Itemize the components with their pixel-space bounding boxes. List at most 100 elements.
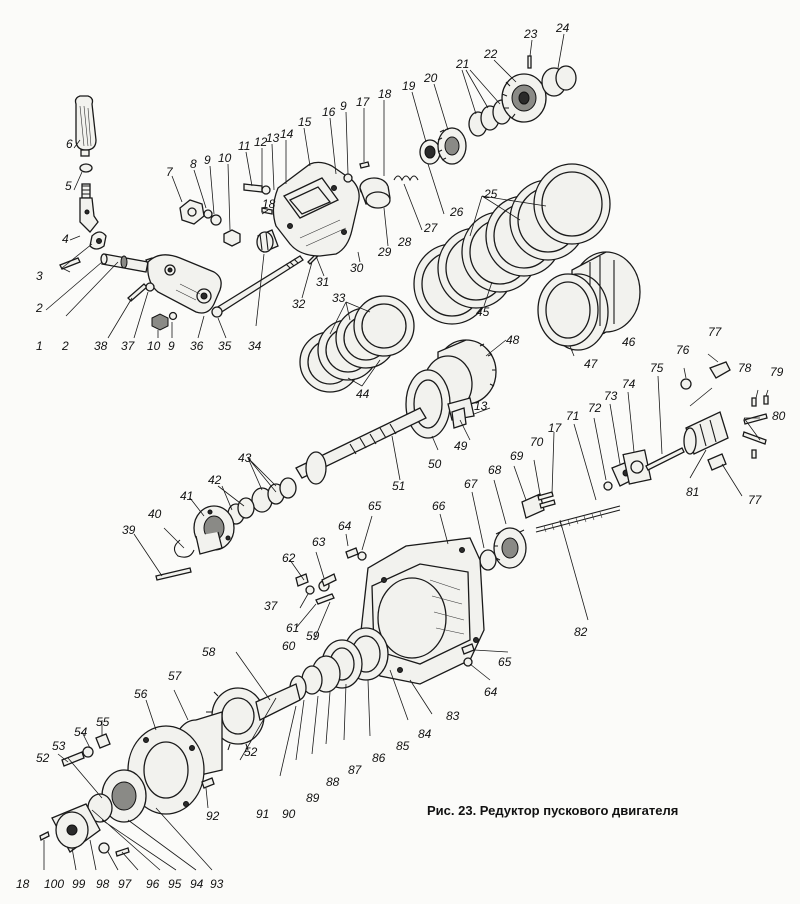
callout-44: 44: [356, 387, 370, 401]
callout-42: 42: [208, 473, 222, 487]
callout-88: 88: [326, 775, 340, 789]
flange-41: [193, 505, 235, 555]
callout-80: 80: [772, 409, 786, 423]
callout-92: 92: [206, 809, 220, 823]
bushing-29: [359, 177, 391, 209]
callout-6: 6: [66, 137, 73, 151]
callout-40: 40: [148, 507, 162, 521]
callout-17a: 17: [356, 95, 370, 109]
callout-81: 81: [686, 485, 700, 499]
callout-100: 100: [44, 877, 65, 891]
gear-22: [501, 73, 547, 123]
callout-79: 79: [770, 365, 784, 379]
callout-99: 99: [72, 877, 86, 891]
callout-4: 4: [62, 232, 69, 246]
nut-10: [151, 313, 169, 331]
callout-57: 57: [168, 669, 182, 683]
spring-82: [535, 505, 621, 533]
callout-39: 39: [122, 523, 136, 537]
nut-7: [179, 199, 205, 225]
callout-12: 12: [254, 135, 268, 149]
callout-96: 96: [146, 877, 160, 891]
callout-32: 32: [292, 297, 306, 311]
spring-28: [393, 175, 419, 182]
callout-95: 95: [168, 877, 182, 891]
leader-lines: [43, 33, 769, 871]
callout-82: 82: [574, 625, 588, 639]
bolt-39: [155, 567, 192, 581]
pin-75: [645, 447, 685, 471]
lever-rod-4: [79, 183, 99, 233]
part-49: [451, 407, 467, 429]
callout-41: 41: [180, 489, 194, 503]
callout-11: 11: [238, 139, 251, 153]
callout-77b: 77: [748, 493, 762, 507]
callout-50: 50: [428, 457, 442, 471]
nut-10b: [223, 229, 241, 247]
bearing-19: [419, 139, 441, 165]
callout-2b: 2: [62, 339, 69, 353]
callout-18b: 18: [378, 87, 392, 101]
bolt-38: [127, 283, 148, 302]
callout-18a: 18: [262, 197, 276, 211]
gear-94: [101, 769, 147, 823]
lever-knob: [74, 95, 97, 157]
callout-54: 54: [74, 725, 88, 739]
callout-24: 24: [556, 21, 570, 35]
callout-59: 59: [306, 629, 320, 643]
nut-98: [98, 842, 110, 854]
callout-74: 74: [622, 377, 636, 391]
callout-27: 27: [424, 221, 438, 235]
rod-35: [211, 255, 304, 318]
callout-75: 75: [650, 361, 664, 375]
callout-64a: 64: [338, 519, 352, 533]
callout-56: 56: [134, 687, 148, 701]
flange-74: [622, 449, 652, 485]
figure-caption: Рис. 23. Редуктор пускового двигателя: [427, 803, 679, 818]
callout-70: 70: [530, 435, 544, 449]
bearings-43: [251, 477, 297, 513]
latches-77: [707, 361, 731, 471]
callout-66: 66: [432, 499, 446, 513]
bolts-70: [537, 491, 556, 509]
discs-44: [299, 295, 415, 393]
callout-29: 29: [378, 245, 392, 259]
shaft-51: [295, 407, 427, 485]
callout-68: 68: [488, 463, 502, 477]
callout-9c: 9: [340, 99, 347, 113]
callout-28: 28: [398, 235, 412, 249]
callout-7: 7: [166, 165, 173, 179]
bracket-36: [147, 254, 222, 314]
washer-72: [603, 481, 613, 491]
callout-52a: 52: [244, 745, 258, 759]
washer-9: [168, 311, 178, 321]
ring-67: [479, 549, 497, 571]
callout-18c: 18: [16, 877, 30, 891]
callout-71: 71: [566, 409, 580, 423]
callout-87: 87: [348, 763, 362, 777]
callout-94: 94: [190, 877, 204, 891]
callout-67: 67: [464, 477, 478, 491]
gear-68: [493, 527, 527, 569]
washer-8: [203, 209, 213, 219]
callout-69: 69: [510, 449, 524, 463]
callout-64b: 64: [484, 685, 498, 699]
callout-84: 84: [418, 727, 432, 741]
callout-63: 63: [312, 535, 326, 549]
callout-10b: 10: [218, 151, 232, 165]
callout-73: 73: [604, 389, 618, 403]
callout-9b: 9: [204, 153, 211, 167]
callout-43: 43: [238, 451, 252, 465]
callout-13a: 13: [266, 131, 280, 145]
callout-83: 83: [446, 709, 460, 723]
cover-30: [272, 161, 360, 257]
washer-5: [79, 163, 93, 173]
callout-46: 46: [622, 335, 636, 349]
pin-37: [145, 282, 155, 292]
callout-55: 55: [96, 715, 110, 729]
bolt-92: [201, 777, 215, 789]
callout-37b: 37: [264, 599, 278, 613]
callout-38: 38: [94, 339, 108, 353]
callout-23: 23: [524, 27, 538, 41]
